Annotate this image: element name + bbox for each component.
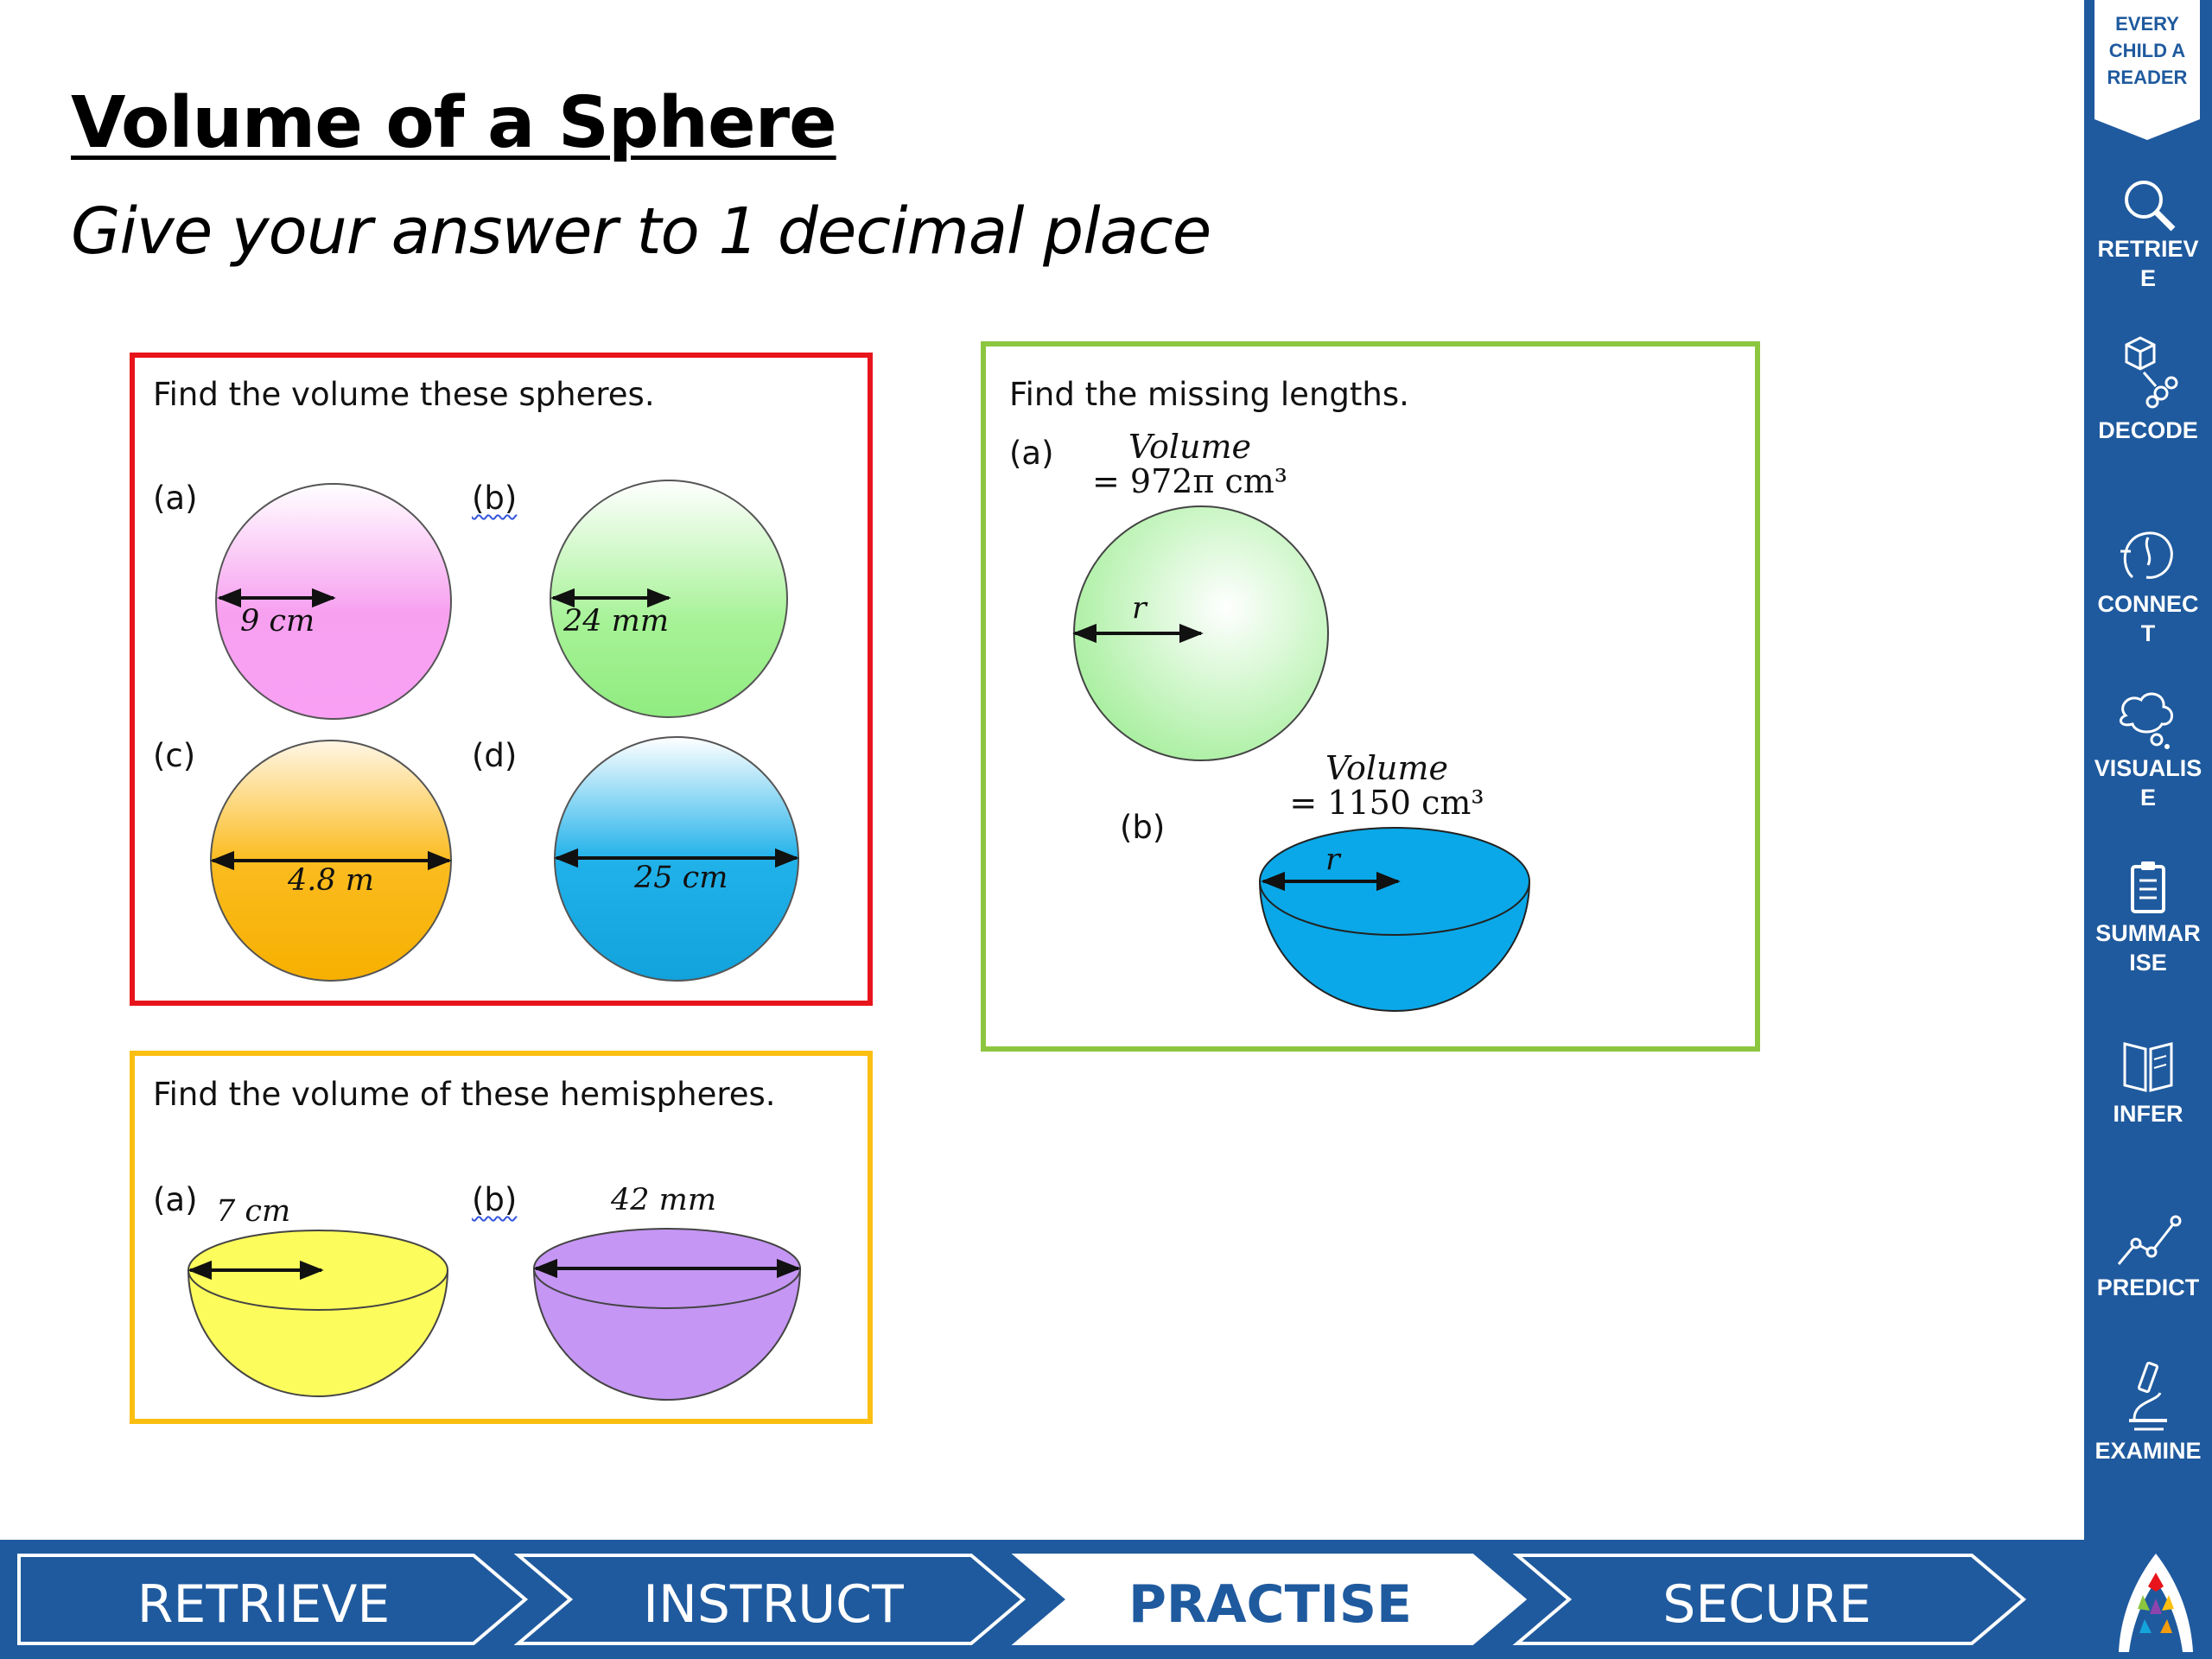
missing-b-label: (b) (1120, 809, 1166, 846)
sidebar-label: T (2140, 620, 2156, 646)
page-subtitle: Give your answer to 1 decimal place (71, 194, 1211, 269)
sidebar-label: DECODE (2098, 417, 2198, 443)
sphere-b-label: (b) (472, 480, 518, 517)
missing-b-volume: Volume = 1150 cm³ (1279, 751, 1495, 820)
stage-chevron-secure (1512, 1554, 2027, 1645)
sphere-d-label: (d) (472, 737, 518, 774)
sphere-a-measure: 9 cm (240, 604, 315, 639)
sidebar-item-retrieve[interactable]: RETRIEV E (2084, 177, 2212, 293)
sidebar-label: INFER (2113, 1101, 2183, 1127)
missing-a-volume: Volume = 972π cm³ (1090, 429, 1289, 499)
hemisphere-b-rim (533, 1268, 801, 1309)
stage-chevron-instruct (513, 1554, 1027, 1645)
stage-chevron-practise (1011, 1554, 1528, 1645)
stage-instruct[interactable]: INSTRUCT (643, 1574, 904, 1635)
sphere-a-label: (a) (153, 480, 198, 517)
hemisphere-a-measure: 7 cm (216, 1194, 290, 1229)
hemisphere-a-label: (a) (153, 1181, 198, 1218)
spheres-task-heading: Find the volume these spheres. (153, 376, 655, 413)
trend-line-icon (2117, 1215, 2182, 1265)
page-title: Volume of a Sphere (71, 82, 837, 164)
missing-a-volume-word: Volume (1128, 428, 1251, 466)
missing-b-volume-word: Volume (1325, 749, 1448, 787)
missing-a-label: (a) (1009, 435, 1054, 472)
hemispheres-task-box (130, 1051, 873, 1424)
hemisphere-b-measure: 42 mm (610, 1183, 716, 1217)
sidebar-label: RETRIEV (2097, 236, 2199, 262)
hemisphere-a-rim (188, 1269, 448, 1311)
sidebar-label: SUMMAR (2095, 920, 2201, 946)
magnifier-icon (2125, 181, 2176, 232)
hemisphere-b-label: (b) (472, 1181, 518, 1218)
sidebar-item-decode[interactable]: DECODE (2084, 333, 2212, 445)
book-icon (2123, 1042, 2173, 1092)
spheres-task-box (130, 353, 873, 1006)
badge-line-1: EVERY (2115, 13, 2179, 35)
sidebar-item-visualise[interactable]: VISUALIS E (2084, 690, 2212, 812)
school-logo-icon (2119, 1554, 2193, 1652)
sidebar-item-predict[interactable]: PREDICT (2084, 1214, 2212, 1302)
stage-practise[interactable]: PRACTISE (1128, 1574, 1413, 1635)
sidebar-label: VISUALIS (2094, 755, 2202, 781)
sidebar-label: E (2139, 785, 2156, 810)
missing-b-volume-value: = 1150 cm³ (1289, 784, 1484, 822)
sidebar-item-summarise[interactable]: SUMMAR ISE (2084, 860, 2212, 977)
missing-a-volume-value: = 972π cm³ (1091, 462, 1288, 500)
badge-line-3: READER (2107, 67, 2188, 88)
badge-line-2: CHILD A (2108, 40, 2186, 61)
brain-connect-icon (2120, 531, 2173, 579)
microscope-icon (2129, 1361, 2167, 1431)
sphere-a-shape (215, 483, 452, 720)
missing-a-unknown: r (1132, 591, 1148, 626)
hemispheres-task-heading: Find the volume of these hemispheres. (153, 1076, 776, 1113)
stage-secure[interactable]: SECURE (1662, 1574, 1872, 1635)
sidebar-label: CONNEC (2097, 591, 2199, 617)
sidebar-label: EXAMINE (2094, 1438, 2202, 1464)
sidebar-label: PREDICT (2096, 1274, 2200, 1300)
sphere-d-measure: 25 cm (633, 861, 728, 895)
every-child-a-reader-badge (2094, 0, 2200, 140)
thought-cloud-icon (2119, 692, 2173, 749)
sidebar-item-infer[interactable]: INFER (2084, 1035, 2212, 1128)
badge-text: EVERY CHILD A READER (2091, 10, 2203, 91)
missing-b-unknown: r (1325, 842, 1342, 877)
cube-decode-icon (2125, 336, 2178, 409)
missing-lengths-heading: Find the missing lengths. (1009, 376, 1409, 413)
sidebar-label: E (2139, 265, 2156, 291)
reading-skills-sidebar (2084, 0, 2212, 1540)
stage-chevron-retrieve (17, 1554, 529, 1645)
missing-lengths-task-box (981, 341, 1760, 1052)
missing-b-rim (1259, 880, 1530, 936)
stage-retrieve[interactable]: RETRIEVE (137, 1574, 391, 1635)
sphere-b-measure: 24 mm (563, 604, 669, 639)
stage-chevrons (17, 1554, 2027, 1645)
sidebar-item-connect[interactable]: CONNEC T (2084, 525, 2212, 648)
sphere-c-label: (c) (153, 737, 196, 774)
sidebar-label: ISE (2129, 950, 2167, 976)
sidebar-item-examine[interactable]: EXAMINE (2084, 1358, 2212, 1465)
clipboard-icon (2131, 861, 2165, 913)
sphere-c-measure: 4.8 m (287, 863, 374, 898)
